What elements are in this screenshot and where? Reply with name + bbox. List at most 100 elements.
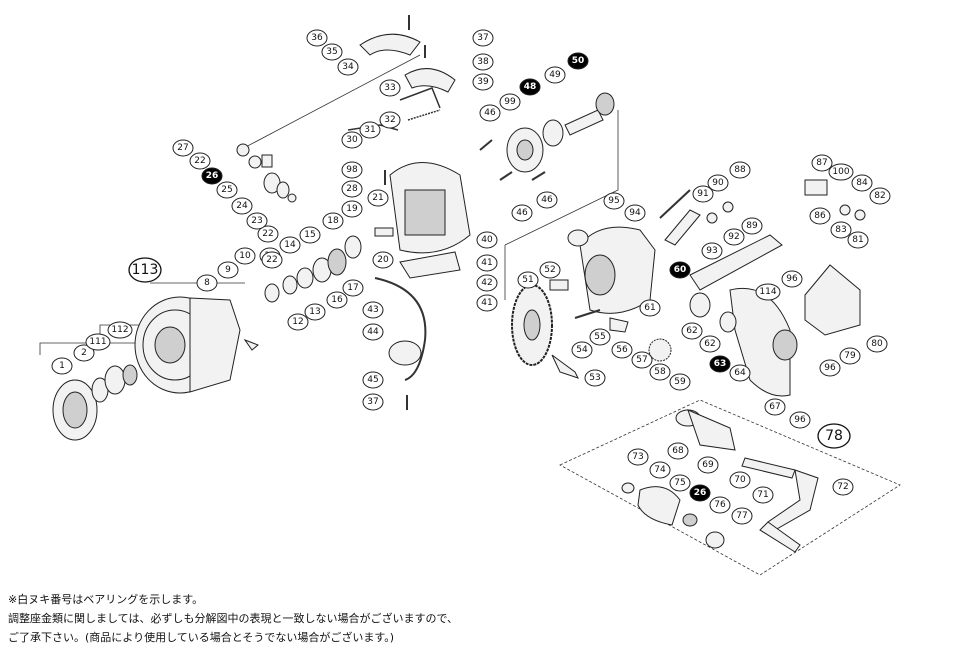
- part-number-text: 87: [816, 158, 827, 168]
- part-label-98: 98: [341, 161, 363, 179]
- part-number-text: 75: [674, 478, 685, 488]
- part-label-75: 75: [669, 474, 691, 492]
- main-gear: [511, 284, 553, 366]
- part-number-text: 26: [694, 488, 707, 498]
- handle-arm: [759, 469, 819, 553]
- part-label-37: 37: [472, 29, 494, 47]
- part-number-text: 26: [206, 171, 219, 181]
- part-label-87: 87: [811, 154, 833, 172]
- part-label-60: 60: [669, 261, 691, 279]
- part-number-text: 49: [549, 70, 561, 80]
- part-label-99: 99: [499, 93, 521, 111]
- part-label-76: 76: [709, 496, 731, 514]
- part-number-text: 40: [481, 235, 493, 245]
- part-number-text: 53: [589, 373, 600, 383]
- part-label-96-dup9: 96: [819, 359, 841, 377]
- part-label-77: 77: [731, 507, 753, 525]
- part-number-text: 54: [576, 345, 588, 355]
- part-label-21: 21: [367, 189, 389, 207]
- part-number-text: 67: [769, 402, 780, 412]
- part-number-text: 51: [522, 275, 533, 285]
- stopper-shaft: [659, 189, 734, 246]
- part-number-text: 90: [712, 178, 724, 188]
- part-number-text: 79: [844, 351, 856, 361]
- part-label-80: 80: [866, 335, 888, 353]
- part-label-62-dup8: 62: [699, 335, 721, 353]
- part-number-text: 74: [654, 465, 666, 475]
- part-label-28: 28: [341, 180, 363, 198]
- part-number-text: 14: [284, 240, 296, 250]
- part-label-83: 83: [830, 221, 852, 239]
- bail-arm-top: [347, 33, 456, 131]
- part-label-89: 89: [741, 217, 763, 235]
- part-number-text: 100: [832, 167, 849, 177]
- part-number-text: 38: [477, 57, 489, 67]
- part-number-text: 41: [481, 298, 492, 308]
- part-number-text: 25: [221, 185, 232, 195]
- handle-knob: [621, 482, 725, 549]
- line-roller-parts: [236, 143, 297, 203]
- part-label-61: 61: [639, 299, 661, 317]
- part-number-text: 41: [481, 258, 492, 268]
- part-label-32: 32: [379, 111, 401, 129]
- part-number-text: 46: [516, 208, 528, 218]
- part-number-text: 39: [477, 77, 489, 87]
- part-number-text: 96: [824, 363, 836, 373]
- part-number-text: 68: [672, 446, 684, 456]
- part-number-text: 111: [89, 337, 106, 347]
- pinion-gear-assembly: [506, 92, 615, 173]
- part-label-78: 78: [817, 423, 851, 449]
- spool-body: [134, 296, 241, 394]
- part-label-19: 19: [341, 200, 363, 218]
- part-label-59: 59: [669, 373, 691, 391]
- part-label-62: 62: [681, 322, 703, 340]
- part-label-96-dup10: 96: [789, 411, 811, 429]
- part-label-54: 54: [571, 341, 593, 359]
- part-label-46-dup6: 46: [511, 204, 533, 222]
- note-washer: 調整座金類に関しましては、必ずしも分解図中の表現と一致しない場合がございますので…: [8, 612, 459, 625]
- part-label-22-dup2: 22: [261, 251, 283, 269]
- part-label-84: 84: [851, 174, 873, 192]
- part-label-14: 14: [279, 236, 301, 254]
- part-label-58: 58: [649, 363, 671, 381]
- part-label-67: 67: [764, 398, 786, 416]
- part-label-81: 81: [847, 231, 869, 249]
- notes-block: ※白ヌキ番号はベアリングを示します。 調整座金類に関しましては、必ずしも分解図中…: [8, 590, 458, 647]
- part-label-13: 13: [304, 303, 326, 321]
- part-label-93: 93: [701, 242, 723, 260]
- part-label-71: 71: [752, 486, 774, 504]
- part-label-17: 17: [342, 279, 364, 297]
- part-number-text: 18: [327, 216, 339, 226]
- part-label-63: 63: [709, 355, 731, 373]
- note-bearing: ※白ヌキ番号はベアリングを示します。: [8, 593, 204, 606]
- part-number-text: 46: [541, 195, 553, 205]
- part-number-text: 96: [794, 415, 806, 425]
- part-label-91: 91: [692, 185, 714, 203]
- part-number-text: 69: [702, 460, 714, 470]
- part-label-64: 64: [729, 364, 751, 382]
- part-number-text: 95: [608, 196, 619, 206]
- part-number-text: 62: [686, 326, 697, 336]
- part-number-text: 9: [225, 265, 231, 275]
- spool-washers: [91, 364, 138, 403]
- part-number-text: 91: [697, 189, 708, 199]
- part-label-72: 72: [832, 478, 854, 496]
- part-label-27: 27: [172, 139, 194, 157]
- part-number-text: 89: [746, 221, 758, 231]
- rotor-collar-parts: [264, 227, 394, 303]
- part-label-31: 31: [359, 121, 381, 139]
- part-number-text: 37: [367, 397, 378, 407]
- part-label-74: 74: [649, 461, 671, 479]
- part-number-text: 86: [814, 211, 826, 221]
- part-number-text: 28: [346, 184, 358, 194]
- part-number-text: 22: [262, 229, 273, 239]
- part-label-43: 43: [362, 301, 384, 319]
- part-number-text: 27: [177, 143, 188, 153]
- part-label-40: 40: [476, 231, 498, 249]
- part-label-41-dup5: 41: [476, 294, 498, 312]
- note-usage: ご了承下さい。(商品により使用している場合とそうでない場合がございます。): [8, 631, 395, 644]
- part-number-text: 61: [644, 303, 655, 313]
- part-label-49: 49: [544, 66, 566, 84]
- part-label-111: 111: [85, 333, 111, 351]
- part-number-text: 76: [714, 500, 726, 510]
